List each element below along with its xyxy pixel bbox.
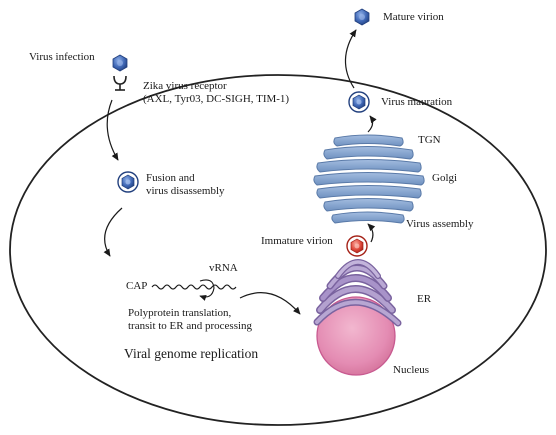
arrow-icon [239, 292, 301, 315]
label-vrna: vRNA [209, 262, 238, 274]
label-mature-virion: Mature virion [383, 11, 444, 23]
vrna-strand [151, 284, 237, 290]
nucleus [316, 296, 396, 376]
label-polyprotein: Polyprotein translation, transit to ER a… [128, 307, 253, 332]
label-golgi: Golgi [432, 172, 458, 184]
label-virus-infection: Virus infection [29, 51, 95, 63]
label-nucleus: Nucleus [393, 364, 430, 376]
label-replication: Viral genome replication [124, 346, 259, 361]
label-receptor-title: Zika virus receptor [143, 80, 227, 92]
receptor-icon [113, 75, 127, 91]
cell-membrane [9, 74, 547, 426]
label-cap: CAP [126, 280, 148, 292]
endoplasmic-reticulum [313, 259, 402, 327]
label-fusion: Fusion and virus disassembly [146, 172, 225, 197]
label-tgn: TGN [418, 134, 441, 146]
virion-icon [346, 235, 368, 257]
label-receptor-list: (AXL, Tyr03, DC-SIGH, TIM-1) [143, 93, 290, 105]
arrow-icon [103, 207, 123, 257]
virion-icon [354, 8, 370, 26]
label-maturation: Virus mauration [381, 96, 453, 108]
label-assembly: Virus assembly [406, 218, 474, 230]
arrow-icon [199, 279, 215, 301]
virion-icon [117, 171, 139, 193]
virion-icon [112, 54, 128, 72]
label-immature-virion: Immature virion [261, 235, 333, 247]
label-er: ER [417, 293, 432, 305]
virion-icon [348, 91, 370, 113]
arrow-icon [344, 29, 357, 89]
arrow-icon [367, 223, 376, 243]
golgi-apparatus [313, 134, 425, 224]
arrow-icon [367, 115, 377, 133]
arrow-icon [106, 99, 119, 161]
